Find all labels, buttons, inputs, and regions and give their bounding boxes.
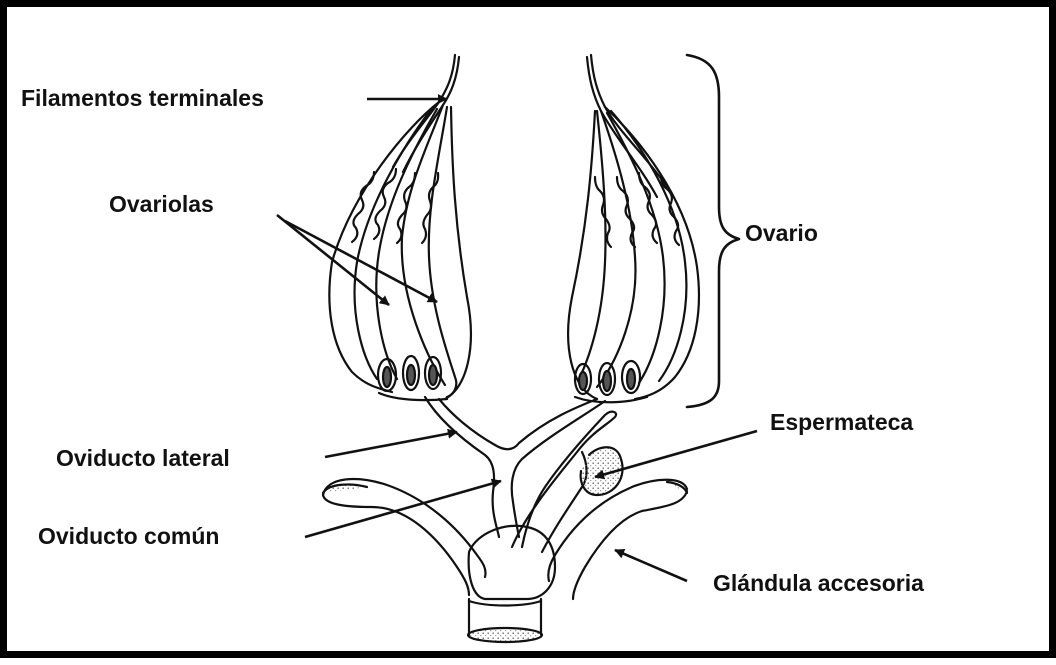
label-lateral-oviduct: Oviducto lateral (56, 447, 230, 470)
label-terminal-filaments: Filamentos terminales (21, 87, 264, 110)
label-ovarioles: Ovariolas (109, 193, 214, 216)
left-lateral-oviduct (425, 397, 499, 537)
label-common-oviduct: Oviducto común (38, 525, 219, 548)
left-ovary (329, 55, 471, 400)
ovary-brace (687, 55, 739, 407)
label-spermatheca: Espermateca (770, 411, 913, 434)
arrow-accessory-gland (615, 550, 687, 581)
right-ovary (568, 55, 699, 402)
accessory-glands (323, 479, 687, 599)
arrow-ovariole-1 (277, 215, 389, 305)
arrow-ovariole-2 (285, 221, 437, 302)
arrow-lateral-oviduct (325, 432, 457, 457)
label-accessory-gland: Glándula accesoria (713, 572, 924, 595)
label-ovary: Ovario (745, 222, 818, 245)
bursa-base (468, 526, 555, 642)
